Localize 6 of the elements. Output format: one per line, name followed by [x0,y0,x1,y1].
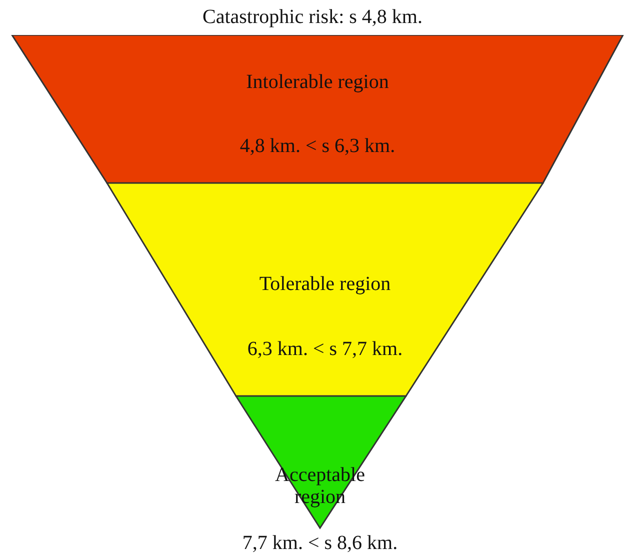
distance-range: 7,7 km. < s 8,6 km. [242,532,398,554]
distance-range: 6,3 km. < s 7,7 km. [247,338,403,360]
distance-range: 4,8 km. < s 6,3 km. [240,135,396,157]
diagram-title: Catastrophic risk: s 4,8 km. [202,6,422,29]
region-label: Tolerable region [259,273,391,295]
region-label: Intolerable region [246,71,389,93]
